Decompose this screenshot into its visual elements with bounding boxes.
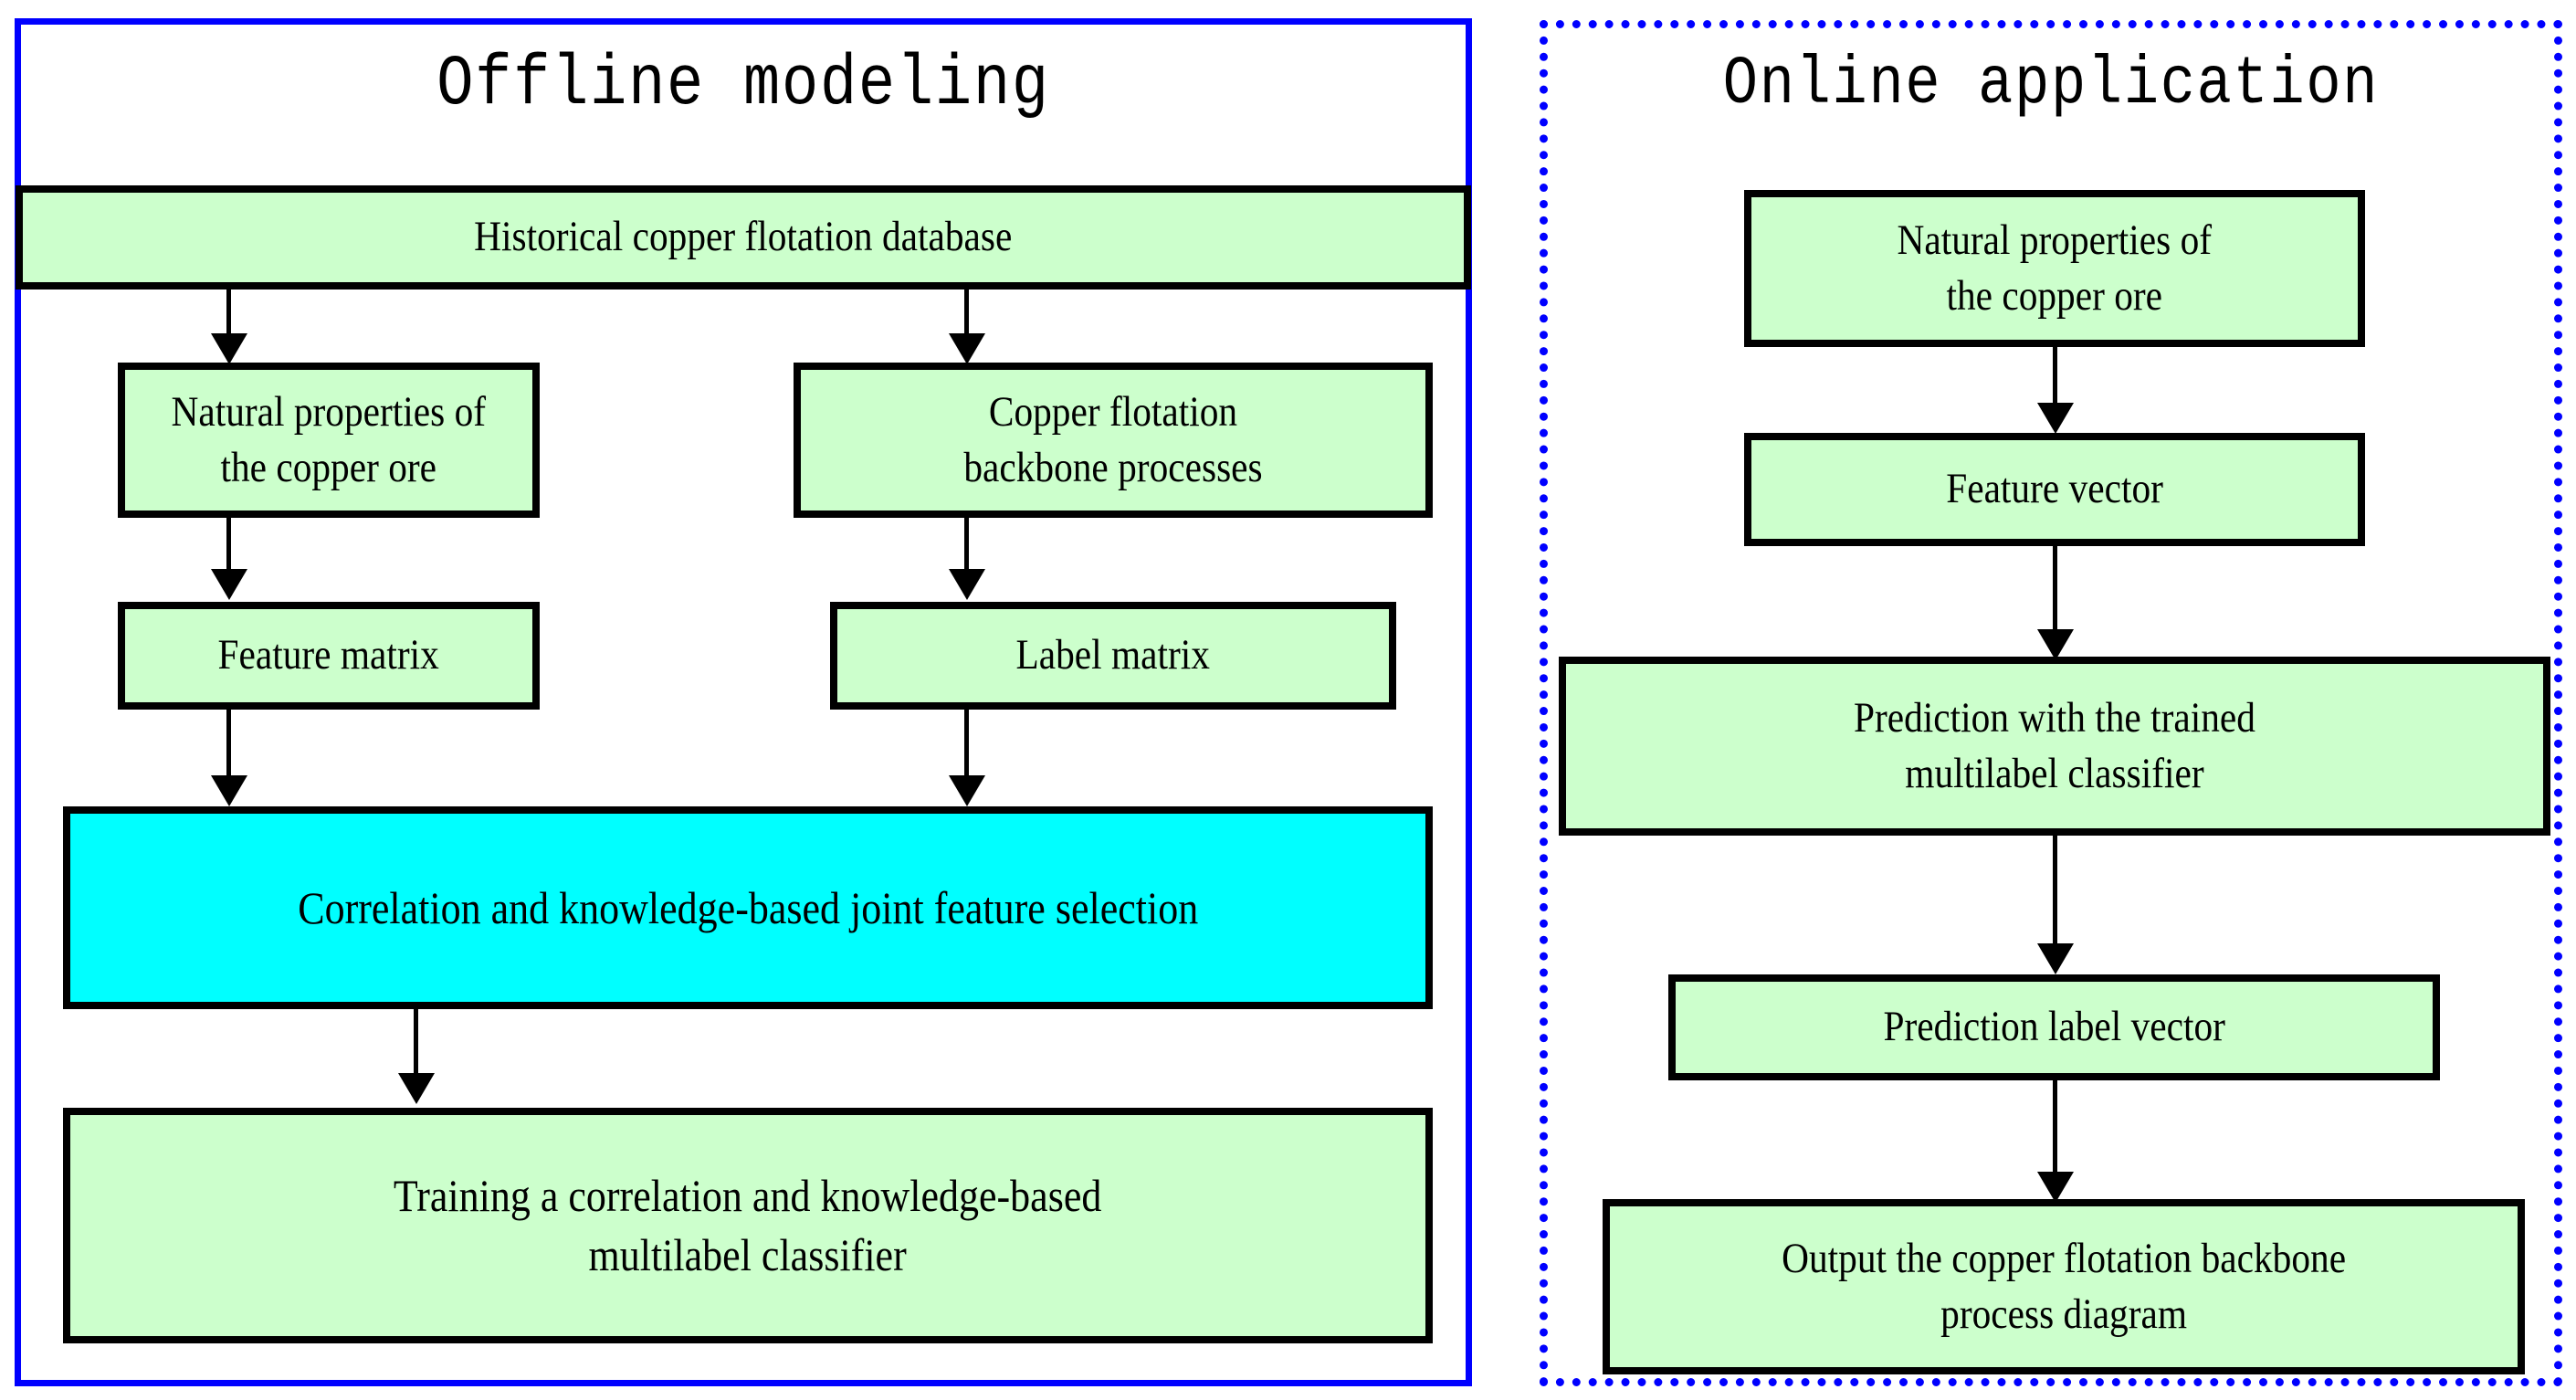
edge-natural-properties-to-feature-matrix (226, 518, 231, 582)
node-feature-matrix: Feature matrix (118, 602, 540, 710)
panel-online-application: Online application Natural properties of… (1540, 20, 2562, 1386)
arrowhead-icon (211, 775, 247, 806)
node-prediction-label-vector: Prediction label vector (1668, 974, 2440, 1080)
node-training-classifier: Training a correlation and knowledge-bas… (63, 1108, 1433, 1343)
edge-feature-matrix-to-selection (226, 710, 231, 781)
node-label: Historical copper flotation database (474, 213, 1013, 261)
edge-db-to-natural-properties (226, 289, 231, 350)
arrowhead-icon (949, 775, 985, 806)
node-label: Output the copper flotation backbone pro… (1782, 1234, 2346, 1338)
arrowhead-icon (949, 569, 985, 600)
node-label: Feature matrix (217, 631, 440, 679)
node-joint-feature-selection: Correlation and knowledge-based joint fe… (63, 806, 1433, 1009)
node-label: Prediction label vector (1883, 1003, 2225, 1051)
node-prediction-with-classifier: Prediction with the trained multilabel c… (1559, 657, 2550, 836)
node-label: Training a correlation and knowledge-bas… (394, 1170, 1102, 1280)
node-label: Feature vector (1946, 465, 2163, 513)
arrowhead-icon (398, 1073, 435, 1104)
node-label: Natural properties of the copper ore (1897, 216, 2213, 320)
arrowhead-icon (949, 333, 985, 364)
node-label: Correlation and knowledge-based joint fe… (298, 881, 1198, 933)
node-label: Natural properties of the copper ore (171, 387, 487, 491)
panel-offline-title: Offline modeling (436, 45, 1050, 125)
node-historical-database: Historical copper flotation database (16, 185, 1471, 289)
node-output-process-diagram: Output the copper flotation backbone pro… (1603, 1199, 2525, 1374)
node-label: Prediction with the trained multilabel c… (1854, 693, 2255, 797)
node-natural-properties: Natural properties of the copper ore (118, 363, 540, 518)
edge-online-natural-properties-to-feature-vector (2053, 347, 2057, 416)
node-label: Label matrix (1015, 631, 1211, 679)
arrowhead-icon (211, 569, 247, 600)
edge-label-matrix-to-selection (964, 710, 969, 781)
arrowhead-icon (2037, 943, 2074, 974)
edge-db-to-backbone-processes (964, 289, 969, 350)
node-online-natural-properties: Natural properties of the copper ore (1744, 190, 2365, 347)
panel-online-title: Online application (1722, 47, 2380, 123)
edge-prediction-to-label-vector (2053, 836, 2057, 956)
arrowhead-icon (2037, 1172, 2074, 1203)
arrowhead-icon (2037, 403, 2074, 434)
node-label-matrix: Label matrix (830, 602, 1396, 710)
edge-selection-to-training (414, 1009, 418, 1086)
panel-offline-modeling: Offline modeling Historical copper flota… (15, 18, 1472, 1386)
edge-feature-vector-to-prediction (2053, 546, 2057, 642)
node-feature-vector: Feature vector (1744, 433, 2365, 546)
arrowhead-icon (2037, 629, 2074, 660)
edge-backbone-to-label-matrix (964, 518, 969, 582)
edge-label-vector-to-output (2053, 1080, 2057, 1185)
node-label: Copper flotation backbone processes (963, 387, 1263, 491)
arrowhead-icon (211, 333, 247, 364)
node-backbone-processes: Copper flotation backbone processes (794, 363, 1433, 518)
